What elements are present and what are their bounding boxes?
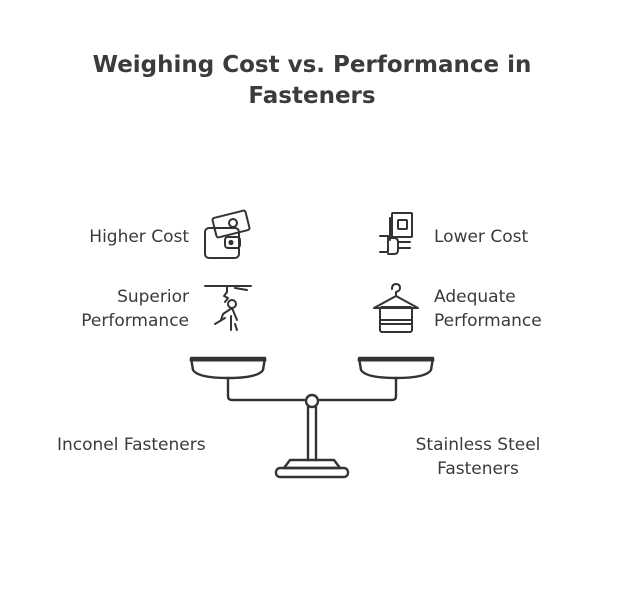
superior-performance-line1: Superior <box>117 287 189 307</box>
climbing-person-icon <box>204 285 252 331</box>
superior-performance-line2: Performance <box>81 311 189 331</box>
page-title: Weighing Cost vs. Performance in Fastene… <box>92 52 532 109</box>
inconel-fasteners-label: Inconel Fasteners <box>57 435 206 455</box>
wallet-icon <box>204 209 251 259</box>
scale-base <box>282 458 342 470</box>
stainless-steel-line2: Fasteners <box>437 459 519 479</box>
hand-holding-money-icon <box>379 212 413 255</box>
adequate-performance-line2: Performance <box>434 311 542 331</box>
superior-performance-label: Superior Performance <box>81 285 189 333</box>
hanger-towel-icon <box>373 283 419 333</box>
adequate-performance-line1: Adequate <box>434 287 516 307</box>
adequate-performance-label: Adequate Performance <box>434 285 542 333</box>
higher-cost-label: Higher Cost <box>89 227 189 247</box>
stainless-steel-line1: Stainless Steel <box>415 435 541 455</box>
stainless-steel-fasteners-label: Stainless Steel Fasteners <box>398 433 558 481</box>
lower-cost-label: Lower Cost <box>434 227 529 247</box>
scale-pivot <box>304 393 320 409</box>
balance-scale-icon <box>189 356 435 479</box>
